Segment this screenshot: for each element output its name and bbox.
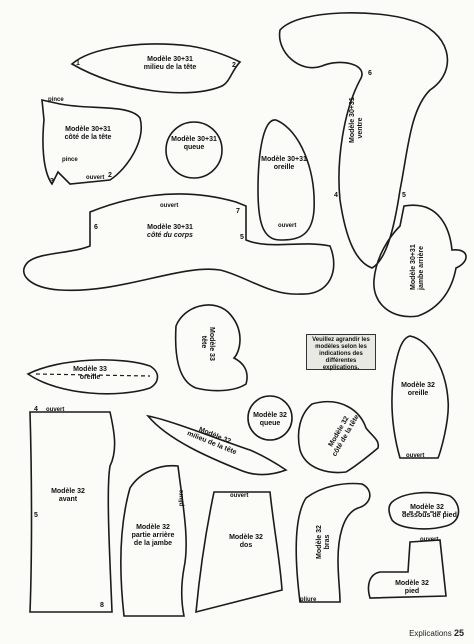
piece-jambe-arriere-30-31 xyxy=(373,204,467,318)
piece-jambe-arriere-32 xyxy=(120,464,187,617)
label-ouvert-oreille-32: ouvert xyxy=(406,453,425,459)
page-footer: Explications 25 xyxy=(409,628,464,638)
label-pince-2: pince xyxy=(62,157,78,163)
mark-3: 3 xyxy=(50,178,54,185)
label-pince: pince xyxy=(48,97,64,103)
piece-cote-corps-30-31 xyxy=(22,193,335,295)
piece-cote-tete-32 xyxy=(297,400,380,474)
label-ouvert-corps: ouvert xyxy=(160,203,179,209)
enlarge-note: Veuillez agrandir les modèles selon les … xyxy=(306,334,376,371)
mark-5: 5 xyxy=(402,192,406,199)
piece-oreille-30-31 xyxy=(257,119,315,241)
piece-oreille-32 xyxy=(391,335,450,459)
piece-bras-32 xyxy=(295,482,371,603)
mark-2: 2 xyxy=(232,62,236,69)
label-pliure-bras: pliure xyxy=(300,597,317,603)
mark-7: 7 xyxy=(236,208,240,215)
piece-oreille-33 xyxy=(26,359,159,395)
piece-milieu-tete-32 xyxy=(145,414,288,476)
piece-dos-32 xyxy=(195,491,283,614)
label-ouvert-avant: ouvert xyxy=(46,407,65,413)
label-ouvert-oreille: ouvert xyxy=(278,223,297,229)
label-ouvert: ouvert xyxy=(86,175,105,181)
mark-5b: 5 xyxy=(240,234,244,241)
piece-pied-32 xyxy=(367,539,447,599)
mark-2b: 2 xyxy=(108,172,112,179)
piece-queue-30-31 xyxy=(165,121,223,179)
mark-6: 6 xyxy=(368,70,372,77)
label-pliure: pliure xyxy=(179,489,186,507)
piece-dessous-pied-32 xyxy=(388,491,460,530)
label-ouvert-dos: ouvert xyxy=(230,493,249,499)
piece-cote-tete-30-31 xyxy=(41,98,142,186)
piece-avant-32 xyxy=(29,411,116,613)
mark-4: 4 xyxy=(334,192,338,199)
mark-8: 8 xyxy=(100,602,104,609)
piece-milieu-tete-30-31 xyxy=(70,43,242,94)
piece-tete-33 xyxy=(174,304,248,392)
mark-4b: 4 xyxy=(34,406,38,413)
label-ouvert-pied: ouvert xyxy=(420,537,439,543)
mark-5c: 5 xyxy=(34,512,38,519)
piece-queue-32 xyxy=(247,395,293,441)
mark-6b: 6 xyxy=(94,224,98,231)
mark-1: 1 xyxy=(76,60,80,67)
